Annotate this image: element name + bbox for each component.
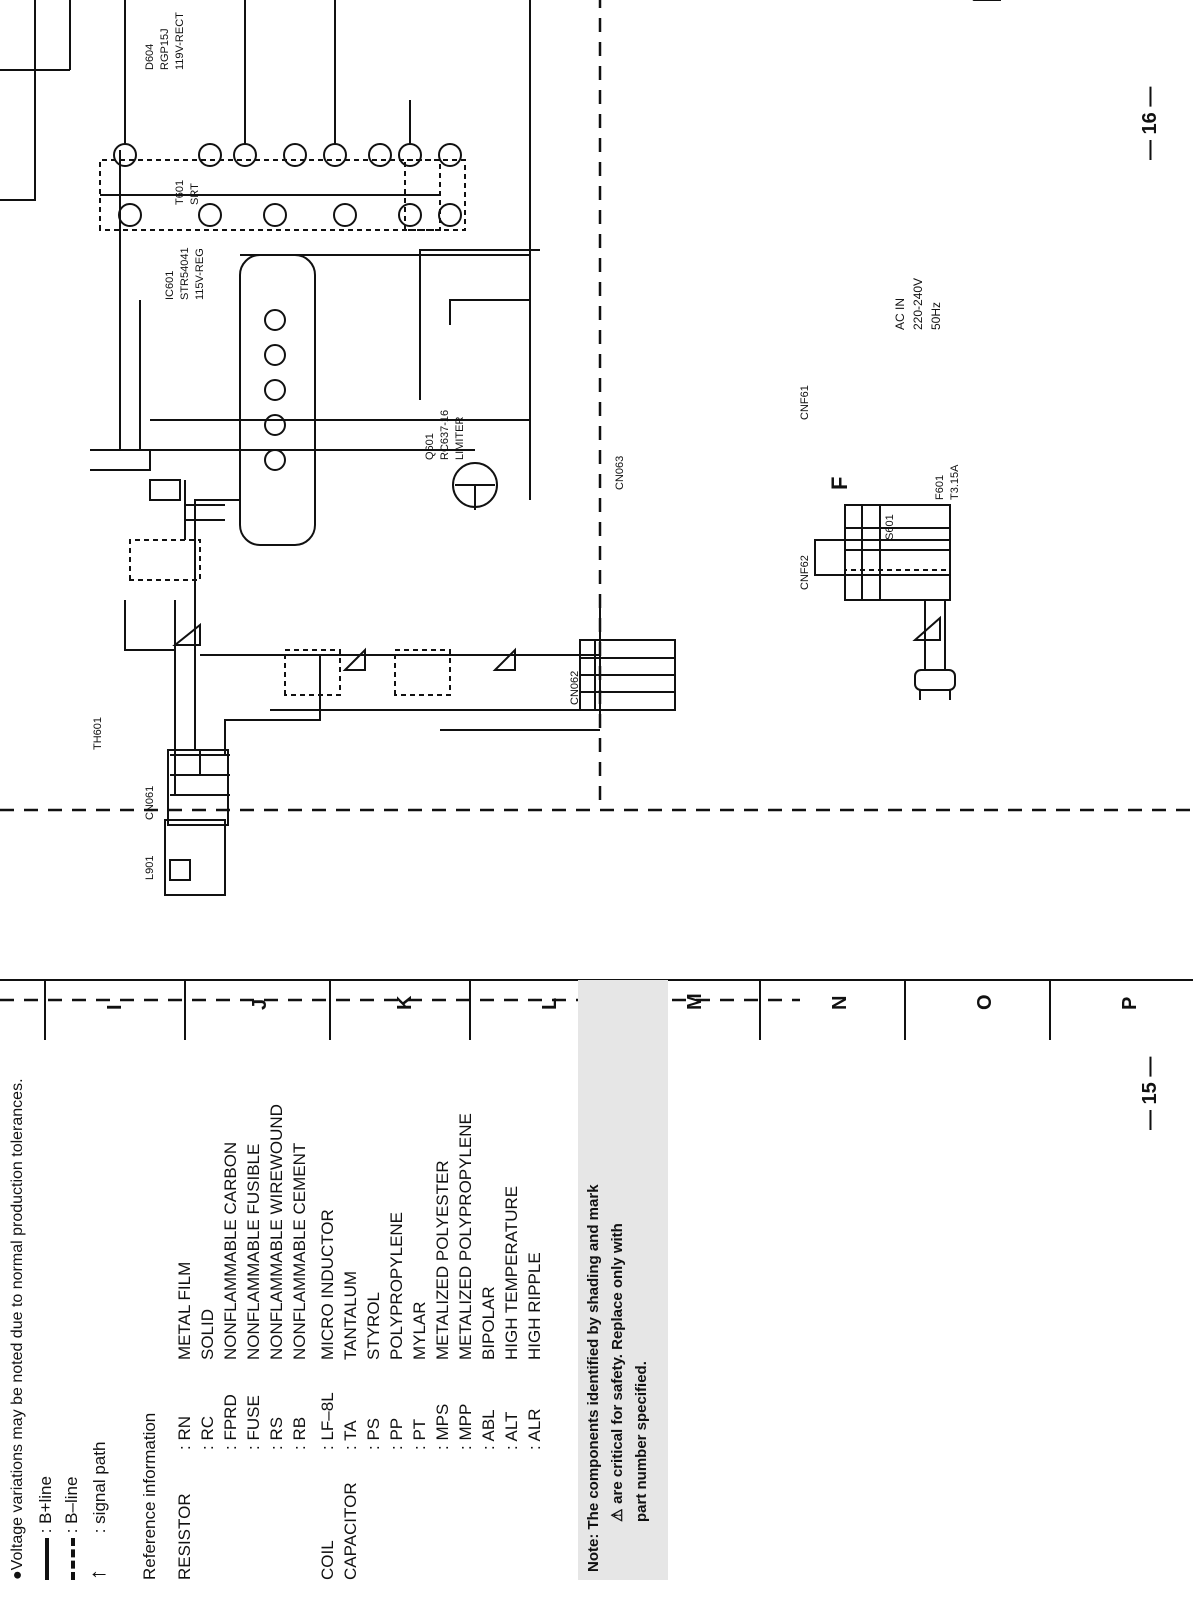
voltage-note: ●Voltage variations may be noted due to … — [9, 1078, 26, 1580]
code-pt: : PT — [410, 1418, 429, 1450]
group-capacitor: CAPACITOR — [341, 1482, 360, 1580]
code-lf: : LF–8L — [318, 1392, 337, 1450]
safety-mark-icon — [912, 615, 941, 641]
safety-note-box: Note: The components identified by shadi… — [578, 980, 668, 1580]
code-rc: : RC — [198, 1416, 217, 1450]
code-fuse: : FUSE — [244, 1395, 263, 1450]
safety-note-line2-text: are critical for safety. Replace only wi… — [609, 1223, 626, 1504]
desc-fuse: NONFLAMMABLE FUSIBLE — [244, 1143, 263, 1360]
group-resistor: RESISTOR — [175, 1493, 194, 1580]
code-mps: : MPS — [433, 1403, 452, 1450]
safety-mark-icon — [172, 622, 201, 646]
desc-pp: POLYPROPYLENE — [387, 1211, 406, 1360]
code-rn: : RN — [175, 1416, 194, 1450]
desc-ta: TANTALUM — [341, 1270, 360, 1360]
signal-arrow-icon: ↑ — [85, 1569, 110, 1580]
key-signal-label: : signal path — [90, 1441, 109, 1534]
code-ta: : TA — [341, 1420, 360, 1450]
code-abl: : ABL — [479, 1409, 498, 1450]
desc-alt: HIGH TEMPERATURE — [502, 1185, 521, 1360]
safety-mark-icon — [492, 647, 516, 671]
desc-rs: NONFLAMMABLE WIREWOUND — [267, 1104, 286, 1360]
desc-fprd: NONFLAMMABLE CARBON — [221, 1141, 240, 1360]
desc-lf: MICRO INDUCTOR — [318, 1209, 337, 1360]
page-number-left: — 15 — — [1139, 1056, 1161, 1130]
code-mpp: : MPP — [456, 1403, 475, 1450]
desc-rn: METAL FILM — [175, 1261, 194, 1360]
group-coil: COIL — [318, 1540, 337, 1580]
desc-mps: METALIZED POLYESTER — [433, 1160, 452, 1360]
key-bminus: : B–line — [62, 1477, 82, 1580]
reference-title: Reference information — [140, 1412, 159, 1580]
code-rs: : RS — [267, 1416, 286, 1450]
key-bminus-label: : B–line — [62, 1476, 81, 1534]
safety-note-line2: ⚠ are critical for safety. Replace only … — [608, 1223, 628, 1522]
desc-rb: NONFLAMMABLE CEMENT — [290, 1142, 309, 1360]
code-rb: : RB — [290, 1416, 309, 1450]
key-bplus: : B+line — [36, 1476, 56, 1580]
desc-rc: SOLID — [198, 1308, 217, 1360]
solid-line-icon — [44, 1538, 49, 1580]
code-alt: : ALT — [502, 1411, 521, 1450]
dashed-line-icon — [70, 1538, 75, 1580]
code-fprd: : FPRD — [221, 1394, 240, 1450]
desc-alr: HIGH RIPPLE — [525, 1252, 544, 1360]
safety-note-line1: Note: The components identified by shadi… — [585, 1184, 602, 1572]
safety-note-line3: part number specified. — [633, 1361, 650, 1522]
code-pp: : PP — [387, 1417, 406, 1450]
key-bplus-label: : B+line — [36, 1476, 55, 1534]
desc-abl: BIPOLAR — [479, 1286, 498, 1360]
desc-mpp: METALIZED POLYPROPYLENE — [456, 1113, 475, 1360]
desc-pt: MYLAR — [410, 1301, 429, 1360]
safety-mark-icon — [342, 647, 366, 671]
safety-mark-icon: ⚠ — [609, 1508, 626, 1522]
desc-ps: STYROL — [364, 1291, 383, 1360]
key-signal: ↑ : signal path — [85, 1441, 110, 1580]
code-ps: : PS — [364, 1417, 383, 1450]
code-alr: : ALR — [525, 1408, 544, 1450]
